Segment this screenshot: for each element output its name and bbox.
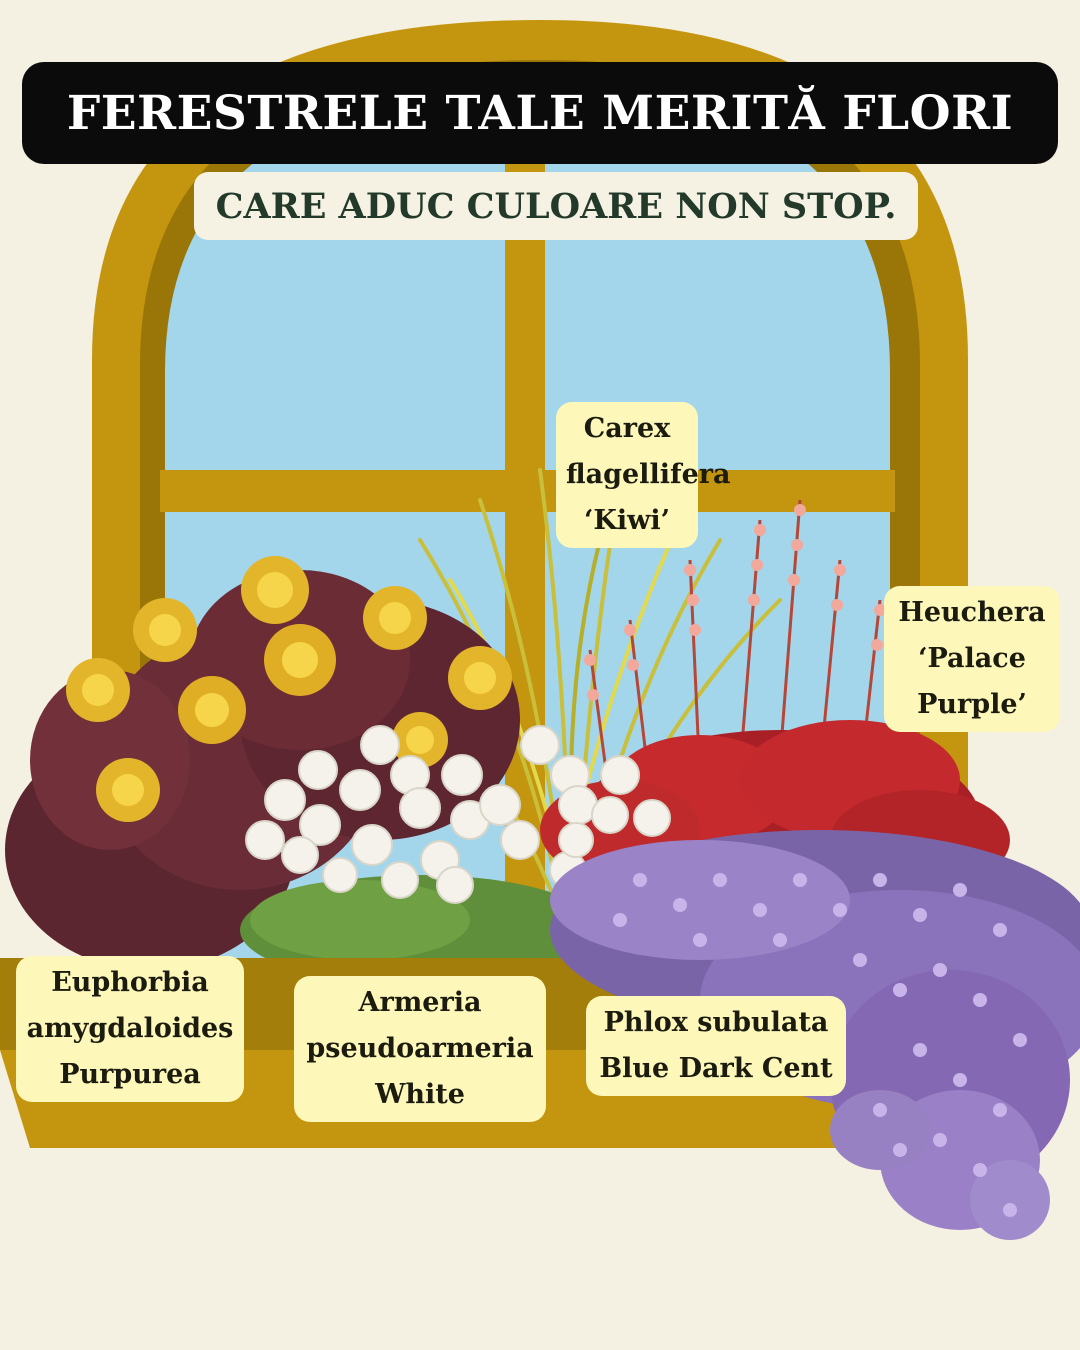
label-phlox-line1: Phlox subulata xyxy=(603,1007,829,1038)
label-heuchera-line1: Heuchera xyxy=(898,597,1046,628)
label-carex-line1: Carex xyxy=(583,413,671,444)
phlox-cascade xyxy=(550,830,1080,1240)
page-title: FERESTRELE TALE MERITĂ FLORI xyxy=(22,62,1058,164)
page-subtitle: CARE ADUC CULOARE NON STOP. xyxy=(194,172,918,240)
label-armeria: Armeria pseudoarmeria White xyxy=(294,976,546,1122)
label-phlox: Phlox subulata Blue Dark Cent xyxy=(586,996,846,1096)
phlox-blossoms xyxy=(613,873,1027,1217)
label-heuchera: Heuchera ‘Palace Purple’ xyxy=(884,586,1060,732)
label-euphorbia-line3: Purpurea xyxy=(59,1059,201,1090)
euphorbia-flowers xyxy=(66,556,512,822)
heuchera-blossoms xyxy=(584,504,886,701)
label-carex-line3: ‘Kiwi’ xyxy=(583,505,671,536)
label-carex: Carex flagellifera ‘Kiwi’ xyxy=(556,402,731,548)
label-heuchera-line3: Purple’ xyxy=(917,689,1027,720)
armeria-flowers xyxy=(245,725,671,904)
label-armeria-line1: Armeria xyxy=(358,987,482,1018)
label-euphorbia: Euphorbia amygdaloides Purpurea xyxy=(16,956,244,1102)
label-armeria-line2: pseudoarmeria xyxy=(306,1033,534,1064)
label-euphorbia-line2: amygdaloides xyxy=(26,1013,234,1044)
label-heuchera-line2: ‘Palace xyxy=(918,643,1026,674)
armeria-grass xyxy=(240,875,600,985)
label-euphorbia-line1: Euphorbia xyxy=(51,967,209,998)
window-mullion-horizontal xyxy=(160,470,895,512)
label-armeria-line3: White xyxy=(375,1079,465,1110)
label-phlox-line2: Blue Dark Cent xyxy=(599,1053,833,1084)
label-carex-line2: flagellifera xyxy=(566,459,731,490)
